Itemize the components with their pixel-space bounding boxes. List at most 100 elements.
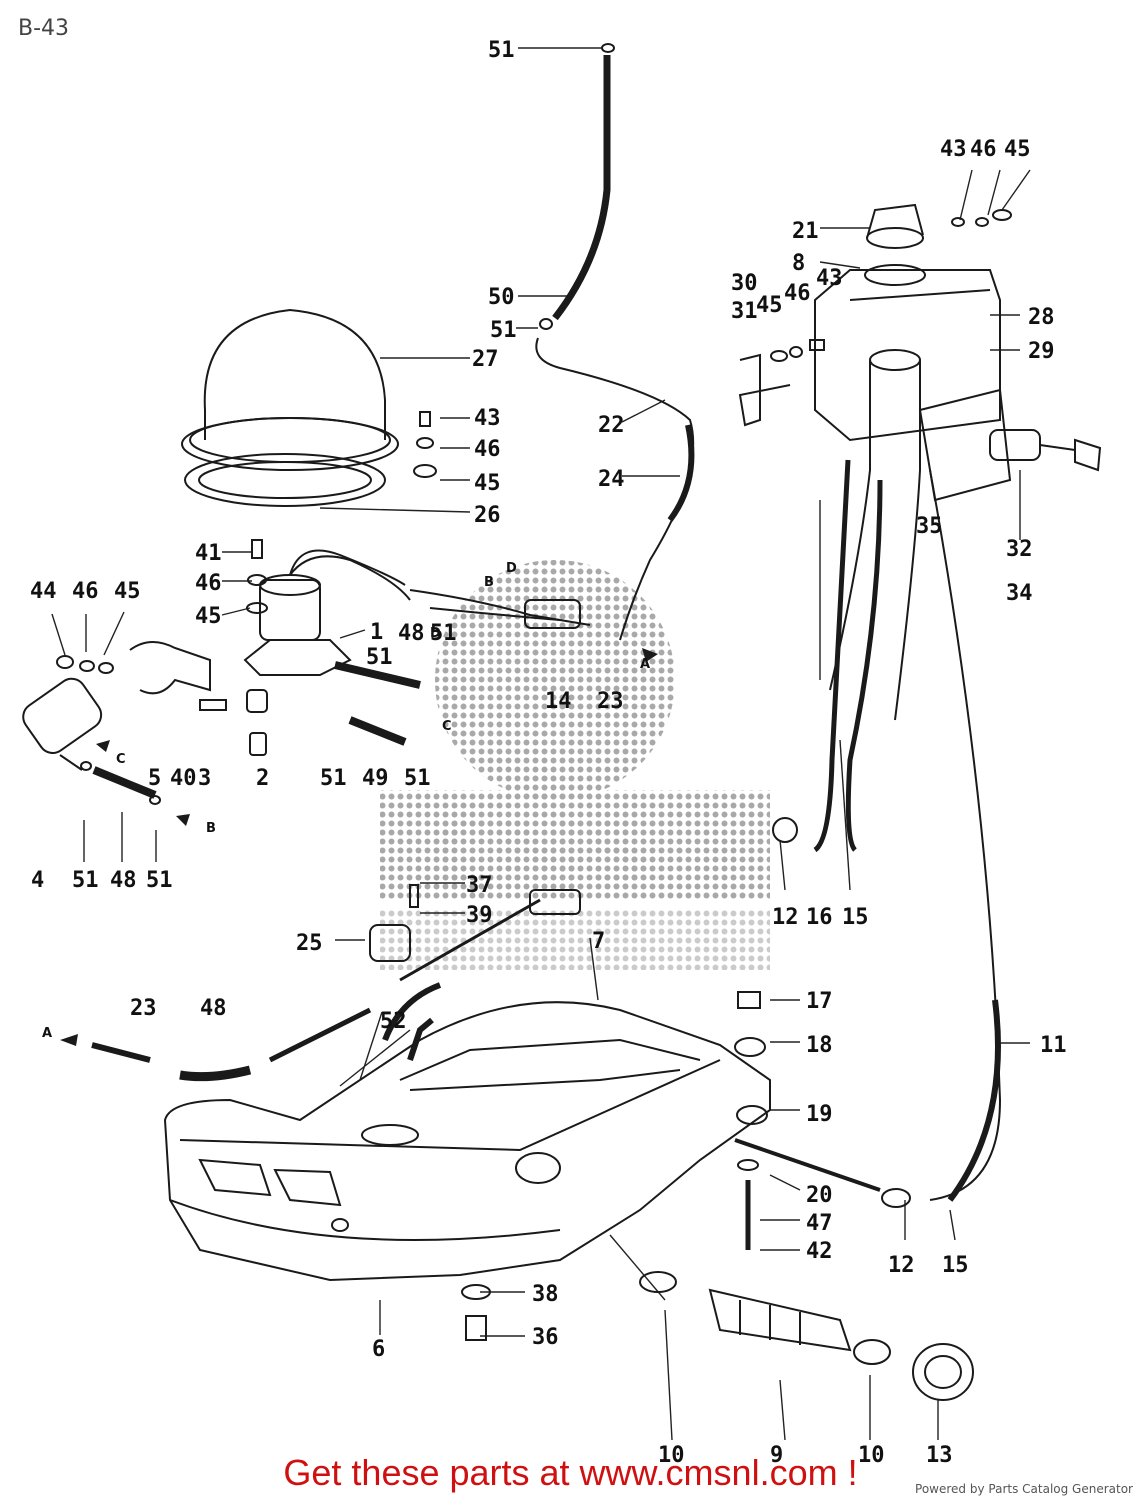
callout-label: 27 [472,347,499,372]
callout-label: B [206,821,216,836]
callout-label: A [640,657,650,672]
callout-label: 48 [200,996,227,1021]
callout-label: 48 [398,621,425,646]
callout-label: 50 [488,285,515,310]
callout-label: 36 [532,1325,559,1350]
callout-label: 51 [320,766,347,791]
callout-label: 46 [474,437,501,462]
callout-label: D [506,561,517,576]
callout-label: B [484,575,494,590]
callout-label: 23 [597,689,624,714]
callout-label: 18 [806,1033,833,1058]
callout-label: 23 [130,996,157,1021]
callout-label: 46 [72,579,99,604]
main-fuel-tank-icon [163,1001,771,1282]
callout-label: 3 [198,766,211,791]
callout-label: 14 [545,689,572,714]
callout-label: 39 [466,903,493,928]
callout-label: 10 [658,1443,685,1468]
callout-label: A [42,1026,52,1041]
callout-label: 22 [598,413,625,438]
callout-label: 7 [592,929,605,954]
callout-label: 20 [806,1183,833,1208]
callout-label: 30 [731,271,758,296]
callout-label: C [442,719,452,734]
callout-label: 19 [806,1102,833,1127]
callout-label: 26 [474,503,501,528]
callout-label: 24 [598,467,625,492]
callout-label: 51 [488,38,515,63]
callout-label: 11 [1040,1033,1067,1058]
callout-label: 51 [490,318,517,343]
callout-label: 51 [366,645,393,670]
callout-label: 52 [380,1009,407,1034]
fuel-pump-icon [243,539,411,676]
callout-label: 37 [466,873,493,898]
callout-label: 51 [404,766,431,791]
callout-label: 15 [942,1253,969,1278]
fuel-tank-cover-icon [181,308,399,507]
callout-label: 21 [792,219,819,244]
callout-label: 35 [916,514,943,539]
callout-label: 46 [195,571,222,596]
callout-label: 45 [1004,137,1031,162]
callout-label: C [116,752,126,767]
mounting-bracket-icon [56,641,211,695]
reference-arrows [60,648,658,1046]
callout-label: 1 [370,620,383,645]
callout-label: 40 [170,766,197,791]
callout-label: 12 [772,905,799,930]
callout-label: 8 [792,251,805,276]
fuel-gauge-sender-icon [369,884,581,982]
callout-label: 10 [858,1443,885,1468]
parts-illustration [22,43,1102,1401]
callout-label: 25 [296,931,323,956]
connector-hose-icon [639,1271,974,1401]
callout-label: 42 [806,1239,833,1264]
callout-label: 49 [362,766,389,791]
callout-label: 29 [1028,339,1055,364]
callout-label: 45 [114,579,141,604]
watermark-text: CMS [430,802,650,907]
callout-label: 48 [110,868,137,893]
leader-lines [51,47,1031,1441]
cta-banner[interactable]: Get these parts at www.cmsnl.com ! [283,1452,858,1493]
callout-label: 13 [926,1443,953,1468]
callout-label: D [430,626,441,641]
callout-label: 38 [532,1282,559,1307]
cap-lock-icon [989,429,1102,472]
callout-label: 46 [970,137,997,162]
callout-label: 5 [148,766,161,791]
callout-label: 31 [731,299,758,324]
callout-label: 32 [1006,537,1033,562]
callout-label: 44 [30,579,57,604]
callout-label: 51 [146,868,173,893]
callout-label: 46 [784,281,811,306]
screw-washer-set-icon [413,411,437,478]
page-code: B-43 [18,16,70,41]
callout-label: 28 [1028,305,1055,330]
callout-label: 12 [888,1253,915,1278]
callout-label: 41 [195,541,222,566]
callout-label: 45 [756,293,783,318]
callout-label: 9 [770,1443,783,1468]
callout-label: 2 [256,766,269,791]
fuel-filter-icon [22,677,103,771]
callout-label: 43 [816,266,843,291]
callout-label: 17 [806,989,833,1014]
callout-label: 6 [372,1337,385,1362]
callout-label: 47 [806,1211,833,1236]
callout-label: 16 [806,905,833,930]
powered-by-note: Powered by Parts Catalog Generator [915,1482,1133,1496]
callout-label: 45 [195,604,222,629]
callout-label: 15 [842,905,869,930]
callout-label: 45 [474,471,501,496]
filler-cap-icon [864,203,926,286]
callout-label: 43 [474,406,501,431]
callout-label: 51 [72,868,99,893]
callout-label: 43 [940,137,967,162]
callout-label: 51 [430,621,457,646]
